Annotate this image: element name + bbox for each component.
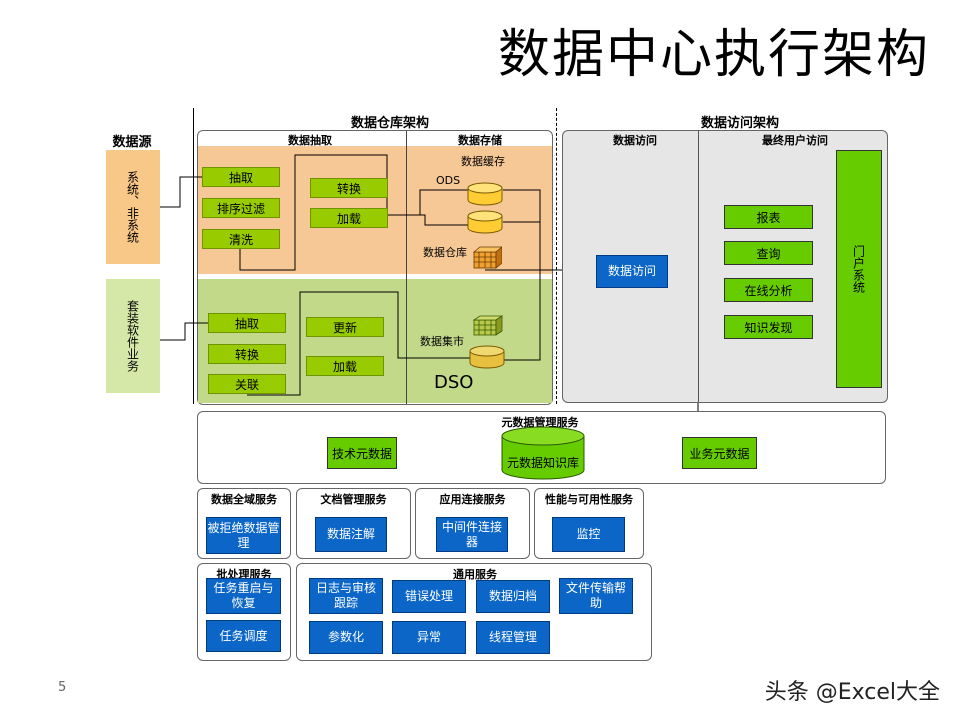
data-annotation-box: 数据注解 bbox=[315, 517, 387, 552]
batch-service-panel bbox=[197, 563, 291, 661]
tool-olap: 在线分析 bbox=[724, 278, 813, 302]
orange-step-clean: 清洗 bbox=[202, 229, 280, 249]
green-step-update: 更新 bbox=[306, 317, 384, 337]
exception-box: 异常 bbox=[392, 621, 466, 654]
cache-label: 数据缓存 bbox=[461, 155, 505, 168]
metadata-title: 元数据管理服务 bbox=[501, 416, 579, 429]
data-warehouse-cube-icon bbox=[472, 246, 502, 269]
doc-service-panel bbox=[296, 488, 411, 559]
data-mart-cylinder-icon bbox=[469, 345, 505, 369]
warehouse-header: 数据仓库架构 bbox=[350, 116, 429, 131]
biz-metadata-box: 业务元数据 bbox=[682, 437, 757, 469]
orange-step-load: 加载 bbox=[310, 208, 388, 228]
end-user-header: 最终用户访问 bbox=[762, 134, 828, 147]
source-package-box: 套装软件业务 bbox=[106, 279, 160, 393]
tool-report: 报表 bbox=[724, 205, 813, 229]
orange-step-sort-filter: 排序过滤 bbox=[202, 198, 280, 218]
dso-label: DSO bbox=[434, 372, 474, 393]
metadata-repo-cylinder-icon bbox=[501, 426, 585, 480]
parameterize-box: 参数化 bbox=[309, 621, 383, 654]
tool-knowledge-discovery: 知识发现 bbox=[724, 315, 813, 339]
common-service-title: 通用服务 bbox=[453, 568, 497, 581]
ods-label: ODS bbox=[436, 174, 461, 187]
extract-header: 数据抽取 bbox=[288, 134, 332, 147]
green-step-transform: 转换 bbox=[208, 344, 286, 364]
green-step-extract: 抽取 bbox=[208, 313, 286, 333]
log-audit-box: 日志与审核跟踪 bbox=[309, 578, 383, 614]
data-access-header: 数据访问 bbox=[613, 134, 657, 147]
portal-box: 门户系统 bbox=[836, 150, 882, 388]
dw-label: 数据仓库 bbox=[423, 246, 467, 259]
perf-service-panel bbox=[534, 488, 644, 559]
source-header: 数据源 bbox=[112, 135, 152, 150]
data-mart-cube-icon bbox=[472, 315, 504, 336]
divider-middle bbox=[556, 108, 557, 404]
access-divider bbox=[698, 131, 699, 402]
error-handling-box: 错误处理 bbox=[392, 580, 466, 613]
app-service-panel bbox=[415, 488, 530, 559]
thread-mgmt-box: 线程管理 bbox=[476, 621, 550, 654]
page-number: 5 bbox=[58, 680, 67, 695]
file-transfer-box: 文件传输帮助 bbox=[559, 578, 633, 614]
page-title: 数据中心执行架构 bbox=[497, 25, 930, 85]
green-step-join: 关联 bbox=[208, 374, 286, 394]
job-schedule-box: 任务调度 bbox=[206, 620, 281, 652]
app-service-title: 应用连接服务 bbox=[439, 493, 506, 506]
tool-query: 查询 bbox=[724, 241, 813, 265]
divider-left bbox=[193, 108, 194, 404]
storage-divider-inner bbox=[406, 146, 407, 404]
perf-service-title: 性能与可用性服务 bbox=[545, 493, 633, 506]
middleware-box: 中间件连接器 bbox=[436, 517, 508, 552]
common-service-panel bbox=[296, 563, 652, 661]
source-system-box: 系统、非系统 bbox=[106, 150, 160, 264]
ods-cylinder-icon bbox=[467, 182, 503, 234]
storage-header: 数据存储 bbox=[458, 134, 502, 147]
job-restart-box: 任务重启与恢复 bbox=[206, 578, 281, 614]
monitor-box: 监控 bbox=[552, 517, 625, 552]
access-header: 数据访问架构 bbox=[700, 116, 779, 131]
data-archive-box: 数据归档 bbox=[476, 580, 550, 613]
metadata-repo-label: 元数据知识库 bbox=[506, 456, 579, 470]
global-service-title: 数据全域服务 bbox=[211, 493, 277, 506]
data-access-box: 数据访问 bbox=[596, 255, 668, 288]
tech-metadata-box: 技术元数据 bbox=[327, 437, 397, 469]
green-step-load: 加载 bbox=[306, 356, 384, 376]
mart-label: 数据集市 bbox=[420, 335, 464, 348]
orange-step-extract: 抽取 bbox=[202, 167, 280, 187]
doc-service-title: 文档管理服务 bbox=[320, 493, 387, 506]
rejected-data-box: 被拒绝数据管理 bbox=[206, 517, 281, 554]
orange-step-transform: 转换 bbox=[310, 178, 388, 198]
batch-service-title: 批处理服务 bbox=[216, 568, 272, 581]
watermark: 头条 @Excel大全 bbox=[764, 680, 940, 705]
global-service-panel bbox=[197, 488, 291, 559]
